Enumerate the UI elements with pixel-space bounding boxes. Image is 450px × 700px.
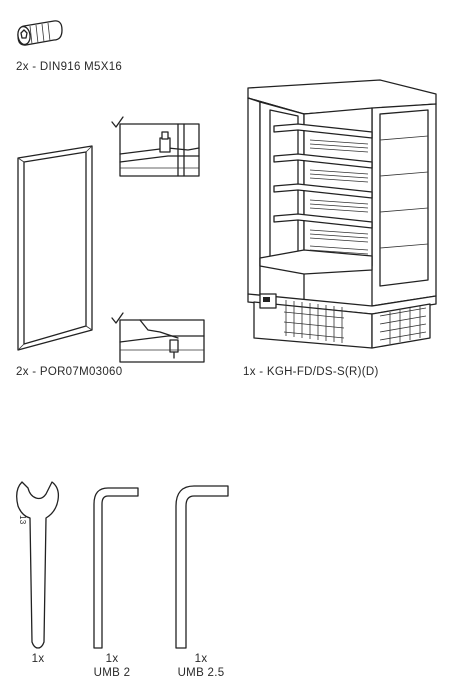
set-screw-illustration bbox=[17, 20, 63, 46]
allen-key-2-illustration bbox=[93, 487, 139, 649]
allen-key-2-5-quantity: 1x bbox=[194, 653, 208, 665]
wrench-illustration bbox=[16, 481, 60, 649]
hinge-detail-bottom bbox=[111, 312, 205, 363]
allen-key-2-5-name: UMB 2.5 bbox=[177, 667, 225, 679]
set-screw-label: 2x - DIN916 M5X16 bbox=[16, 61, 123, 73]
allen-key-2-name: UMB 2 bbox=[93, 667, 131, 679]
allen-key-2-5-illustration bbox=[175, 485, 229, 649]
door-panel-illustration bbox=[17, 145, 93, 351]
hinge-detail-top bbox=[111, 116, 200, 177]
door-panel-label: 2x - POR07M03060 bbox=[16, 366, 123, 378]
wrench-size-label: 13 bbox=[18, 515, 27, 525]
cabinet-label: 1x - KGH-FD/DS-S(R)(D) bbox=[243, 366, 379, 378]
display-cabinet-illustration bbox=[247, 79, 437, 349]
allen-key-2-quantity: 1x bbox=[105, 653, 119, 665]
wrench-quantity: 1x bbox=[31, 653, 45, 665]
